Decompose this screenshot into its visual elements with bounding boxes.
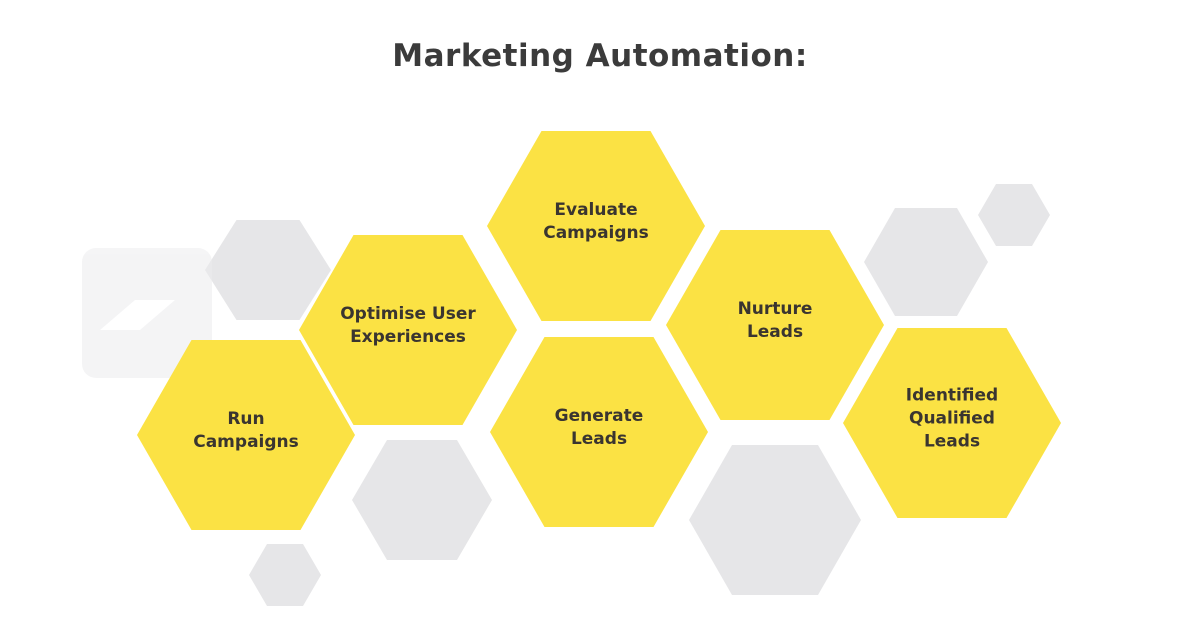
grey-hexagon bbox=[689, 445, 861, 595]
step-hexagon bbox=[490, 337, 708, 527]
step-label-line: Experiences bbox=[350, 327, 466, 347]
step-hexagon bbox=[299, 235, 517, 425]
page-title: Marketing Automation: bbox=[392, 38, 808, 74]
grey-hexagon bbox=[352, 440, 492, 560]
decorative-grey-hexagons bbox=[205, 184, 1050, 606]
watermark-logo bbox=[82, 248, 212, 378]
step-hexagon bbox=[843, 328, 1061, 518]
grey-hexagon bbox=[978, 184, 1050, 246]
step-label-line: Leads bbox=[570, 429, 628, 449]
grey-hexagon bbox=[864, 208, 988, 316]
step-hexagon bbox=[487, 131, 705, 321]
grey-hexagon bbox=[249, 544, 321, 606]
step-label-line: Generate bbox=[554, 406, 644, 426]
step-label-line: Campaigns bbox=[543, 223, 649, 243]
step-label-line: Leads bbox=[746, 322, 804, 342]
step-hexagons bbox=[137, 131, 1061, 530]
step-label-line: Identified bbox=[905, 385, 999, 406]
step-label-line: Optimise User bbox=[340, 304, 476, 324]
step-label-line: Campaigns bbox=[193, 432, 299, 452]
step-label-line: Evaluate bbox=[554, 200, 638, 220]
step-label-line: Run bbox=[227, 409, 265, 429]
step-label-line: Leads bbox=[923, 431, 981, 452]
grey-hexagon bbox=[205, 220, 331, 320]
step-hexagon bbox=[666, 230, 884, 420]
step-label-line: Nurture bbox=[737, 299, 813, 319]
step-label-line: Qualified bbox=[909, 408, 995, 429]
step-hexagon bbox=[137, 340, 355, 530]
